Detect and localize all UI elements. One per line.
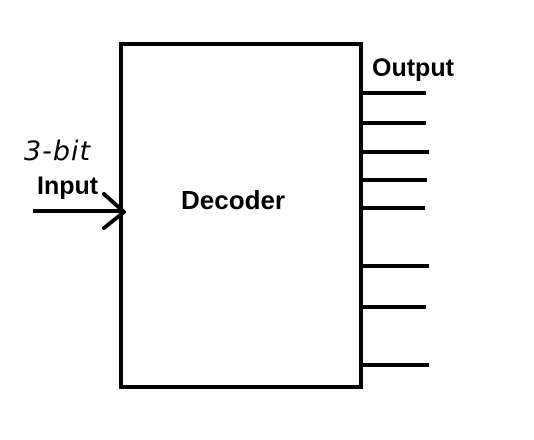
output-label: Output [372,54,454,82]
input-bits-label: 3-bit [24,136,92,167]
input-arrowhead [102,192,126,230]
input-label: Input [37,172,99,200]
decoder-label: Decoder [181,185,286,215]
